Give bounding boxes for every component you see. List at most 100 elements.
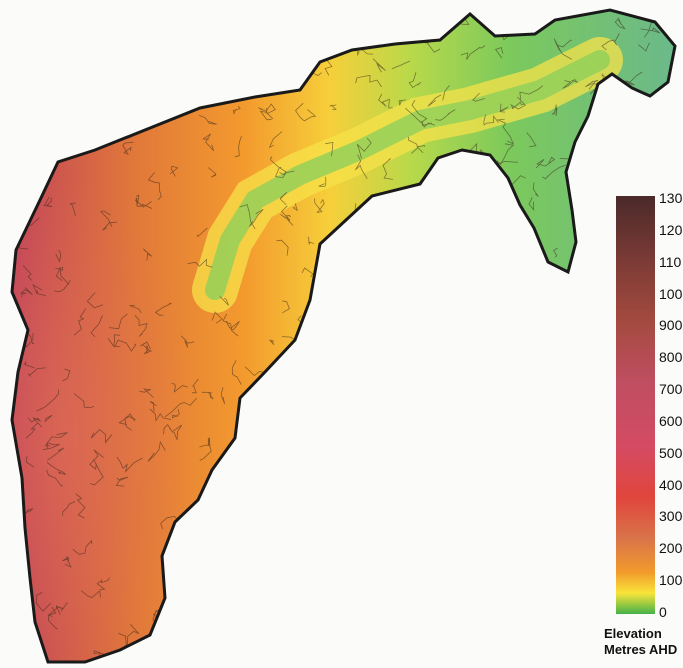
stream-line xyxy=(227,581,237,595)
stream-line xyxy=(252,41,262,51)
stream-line xyxy=(408,644,435,658)
stream-line xyxy=(89,449,104,470)
stream-line xyxy=(285,69,299,79)
stream-line xyxy=(62,556,72,568)
legend-tick-label: 500 xyxy=(659,445,683,460)
stream-line xyxy=(325,344,334,351)
stream-line xyxy=(409,552,424,567)
stream-line xyxy=(201,391,214,400)
stream-line xyxy=(560,414,567,424)
stream-line xyxy=(467,304,477,316)
stream-line xyxy=(111,96,126,115)
stream-line xyxy=(422,331,438,350)
stream-line xyxy=(553,38,560,51)
legend-tick-label: 800 xyxy=(659,350,683,365)
stream-line xyxy=(583,188,607,206)
stream-line xyxy=(87,91,96,103)
stream-line xyxy=(399,325,414,334)
stream-line xyxy=(416,145,425,154)
stream-line xyxy=(27,367,46,377)
stream-line xyxy=(312,512,340,528)
stream-line xyxy=(96,577,110,590)
stream-line xyxy=(542,164,566,180)
stream-line xyxy=(499,258,512,273)
stream-line xyxy=(427,94,442,107)
stream-line xyxy=(44,432,68,447)
stream-line xyxy=(520,437,537,466)
stream-line xyxy=(134,315,148,337)
stream-line xyxy=(562,78,579,89)
stream-line xyxy=(29,144,41,155)
stream-line xyxy=(356,137,372,159)
stream-line xyxy=(24,507,34,515)
stream-line xyxy=(640,27,661,34)
stream-line xyxy=(342,594,366,611)
stream-line xyxy=(406,410,423,436)
stream-line xyxy=(46,462,66,475)
stream-line xyxy=(376,400,383,408)
stream-line xyxy=(163,423,174,435)
stream-line xyxy=(185,72,200,91)
stream-line xyxy=(192,378,199,394)
stream-line xyxy=(463,178,478,201)
stream-line xyxy=(435,415,447,442)
stream-line xyxy=(487,545,505,565)
stream-line xyxy=(102,221,118,231)
stream-line xyxy=(496,296,519,315)
stream-line xyxy=(311,502,329,531)
stream-line xyxy=(564,318,599,331)
stream-line xyxy=(378,93,393,109)
stream-line xyxy=(116,456,143,473)
stream-line xyxy=(551,104,558,117)
stream-line xyxy=(269,339,275,345)
stream-line xyxy=(160,28,166,38)
stream-line xyxy=(352,637,372,655)
stream-line xyxy=(81,590,101,598)
stream-line xyxy=(541,450,564,466)
stream-line xyxy=(435,531,445,549)
stream-line xyxy=(55,267,64,271)
stream-line xyxy=(119,623,140,651)
stream-line xyxy=(628,171,659,180)
stream-line xyxy=(122,141,134,154)
stream-line xyxy=(279,192,288,206)
stream-line xyxy=(75,493,86,519)
stream-line xyxy=(226,594,236,601)
stream-line xyxy=(256,465,272,500)
legend-tick-label: 200 xyxy=(659,541,683,556)
stream-line xyxy=(355,154,368,180)
stream-line xyxy=(171,383,188,393)
stream-line xyxy=(502,572,511,588)
stream-line xyxy=(305,484,320,503)
stream-line xyxy=(374,541,403,559)
stream-line xyxy=(533,339,542,349)
stream-line xyxy=(452,337,459,350)
stream-line xyxy=(259,110,274,121)
stream-line xyxy=(282,300,290,314)
stream-line xyxy=(21,115,28,128)
stream-line xyxy=(561,598,577,614)
stream-line xyxy=(46,469,63,487)
stream-line xyxy=(48,605,63,616)
stream-line xyxy=(524,455,537,474)
stream-line xyxy=(66,50,79,62)
stream-line xyxy=(496,427,510,449)
stream-line xyxy=(115,476,129,487)
legend-tick-label: 400 xyxy=(659,477,683,492)
stream-line xyxy=(510,96,527,110)
stream-line xyxy=(210,84,222,93)
stream-line xyxy=(588,80,599,90)
stream-line xyxy=(172,409,180,419)
stream-line xyxy=(426,315,444,326)
western-ranges xyxy=(12,150,260,662)
stream-line xyxy=(114,339,137,352)
stream-line xyxy=(72,539,93,555)
stream-line xyxy=(280,205,291,223)
stream-line xyxy=(300,449,311,465)
legend-tick-label: 300 xyxy=(659,509,683,524)
stream-line xyxy=(108,313,128,330)
legend-tick-label: 110 xyxy=(659,254,682,269)
stream-line xyxy=(218,594,239,612)
stream-line xyxy=(622,188,642,197)
stream-line xyxy=(263,600,282,614)
